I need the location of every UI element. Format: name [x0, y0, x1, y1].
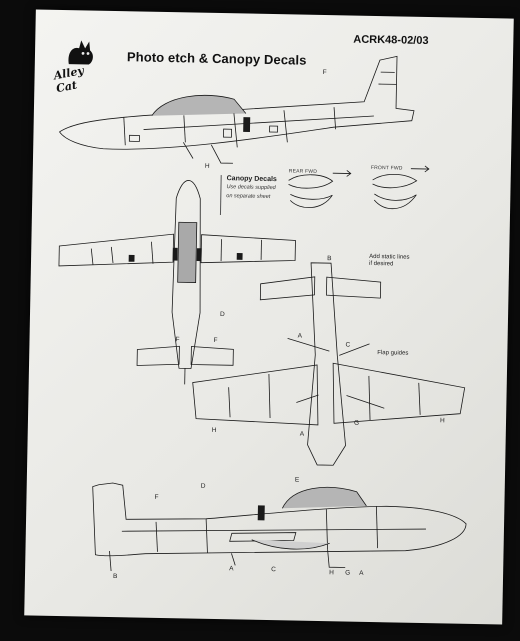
part-label: A: [299, 430, 305, 438]
canopy-decal-sketches: [288, 165, 430, 210]
part-label: F: [322, 68, 327, 77]
part-label: A: [297, 332, 303, 340]
decal-instruction-sheet: Alley Cat Photo etch & Canopy Decals ACR…: [24, 9, 514, 625]
part-label: C: [271, 566, 276, 574]
part-label: G: [345, 569, 351, 577]
side-view-upper: [58, 55, 415, 164]
part-label: F: [213, 336, 218, 345]
part-label: G: [353, 419, 360, 427]
cat-icon: [68, 40, 93, 65]
part-label: H: [204, 162, 210, 170]
side-view-lower: [92, 482, 467, 572]
part-label: B: [112, 573, 118, 581]
plan-view: [58, 180, 296, 385]
underside-view: [192, 262, 466, 466]
aircraft-drawings: [58, 55, 467, 572]
brand-logo: Alley Cat: [48, 38, 109, 95]
part-label: H: [211, 426, 217, 435]
part-label: H: [329, 569, 334, 577]
part-label: A: [229, 565, 234, 573]
part-label: E: [294, 476, 300, 484]
part-label: D: [200, 482, 206, 490]
part-label: H: [439, 417, 445, 425]
part-label: F: [175, 336, 180, 344]
part-label: F: [154, 493, 159, 501]
part-label: A: [359, 569, 364, 577]
part-label: B: [327, 255, 332, 263]
part-label: C: [345, 341, 351, 349]
part-label: D: [219, 311, 225, 319]
